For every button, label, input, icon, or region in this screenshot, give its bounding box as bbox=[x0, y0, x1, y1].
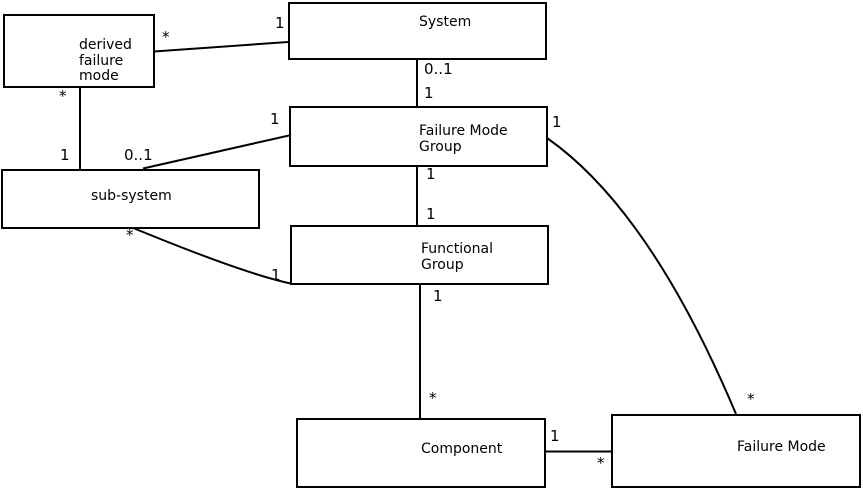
multiplicity-fmg-fm-star: * bbox=[747, 390, 755, 408]
multiplicity-system-fmg-one: 1 bbox=[424, 84, 434, 102]
multiplicity-fg-cmp-one: 1 bbox=[433, 287, 443, 305]
node-system: System bbox=[288, 2, 547, 60]
node-component: Component bbox=[296, 418, 546, 488]
multiplicity-dfm-system-star: * bbox=[162, 28, 170, 46]
node-failure-mode-label: Failure Mode bbox=[737, 439, 826, 455]
multiplicity-dfm-sub-one: 1 bbox=[60, 146, 70, 164]
node-failure-mode: Failure Mode bbox=[611, 414, 861, 488]
multiplicity-cmp-fm-star: * bbox=[597, 454, 605, 472]
connector-sub-system-functional-group bbox=[131, 226, 292, 285]
node-failure-mode-group-label: Failure Mode Group bbox=[419, 123, 508, 155]
multiplicity-sub-fg-star: * bbox=[126, 226, 134, 244]
node-sub-system-label: sub-system bbox=[91, 188, 172, 204]
connector-derived-failure-mode-system bbox=[153, 41, 289, 53]
node-functional-group-label: Functional Group bbox=[421, 241, 494, 273]
multiplicity-dfm-sub-star: * bbox=[59, 87, 67, 105]
node-derived-failure-mode-label: derived failure mode bbox=[79, 37, 132, 84]
connector-failure-mode-group-failure-mode bbox=[546, 137, 737, 415]
node-functional-group: Functional Group bbox=[290, 225, 549, 285]
multiplicity-cmp-fm-one: 1 bbox=[550, 427, 560, 445]
multiplicity-dfm-system-one: 1 bbox=[275, 14, 285, 32]
multiplicity-fmg-sub-zero-one: 0..1 bbox=[124, 146, 153, 164]
multiplicity-fg-cmp-star: * bbox=[429, 389, 437, 407]
node-derived-failure-mode: derived failure mode bbox=[3, 14, 155, 88]
node-failure-mode-group: Failure Mode Group bbox=[289, 106, 548, 167]
multiplicity-fmg-fg-one-top: 1 bbox=[426, 165, 436, 183]
multiplicity-fmg-fm-one: 1 bbox=[552, 113, 562, 131]
node-component-label: Component bbox=[421, 441, 503, 457]
node-sub-system: sub-system bbox=[1, 169, 260, 229]
connector-failure-mode-group-sub-system bbox=[142, 134, 290, 170]
multiplicity-system-fmg-zero-one: 0..1 bbox=[424, 60, 453, 78]
multiplicity-fmg-fg-one-bottom: 1 bbox=[426, 205, 436, 223]
node-system-label: System bbox=[419, 14, 472, 30]
multiplicity-sub-fg-one: 1 bbox=[271, 266, 281, 284]
multiplicity-fmg-sub-one: 1 bbox=[270, 110, 280, 128]
